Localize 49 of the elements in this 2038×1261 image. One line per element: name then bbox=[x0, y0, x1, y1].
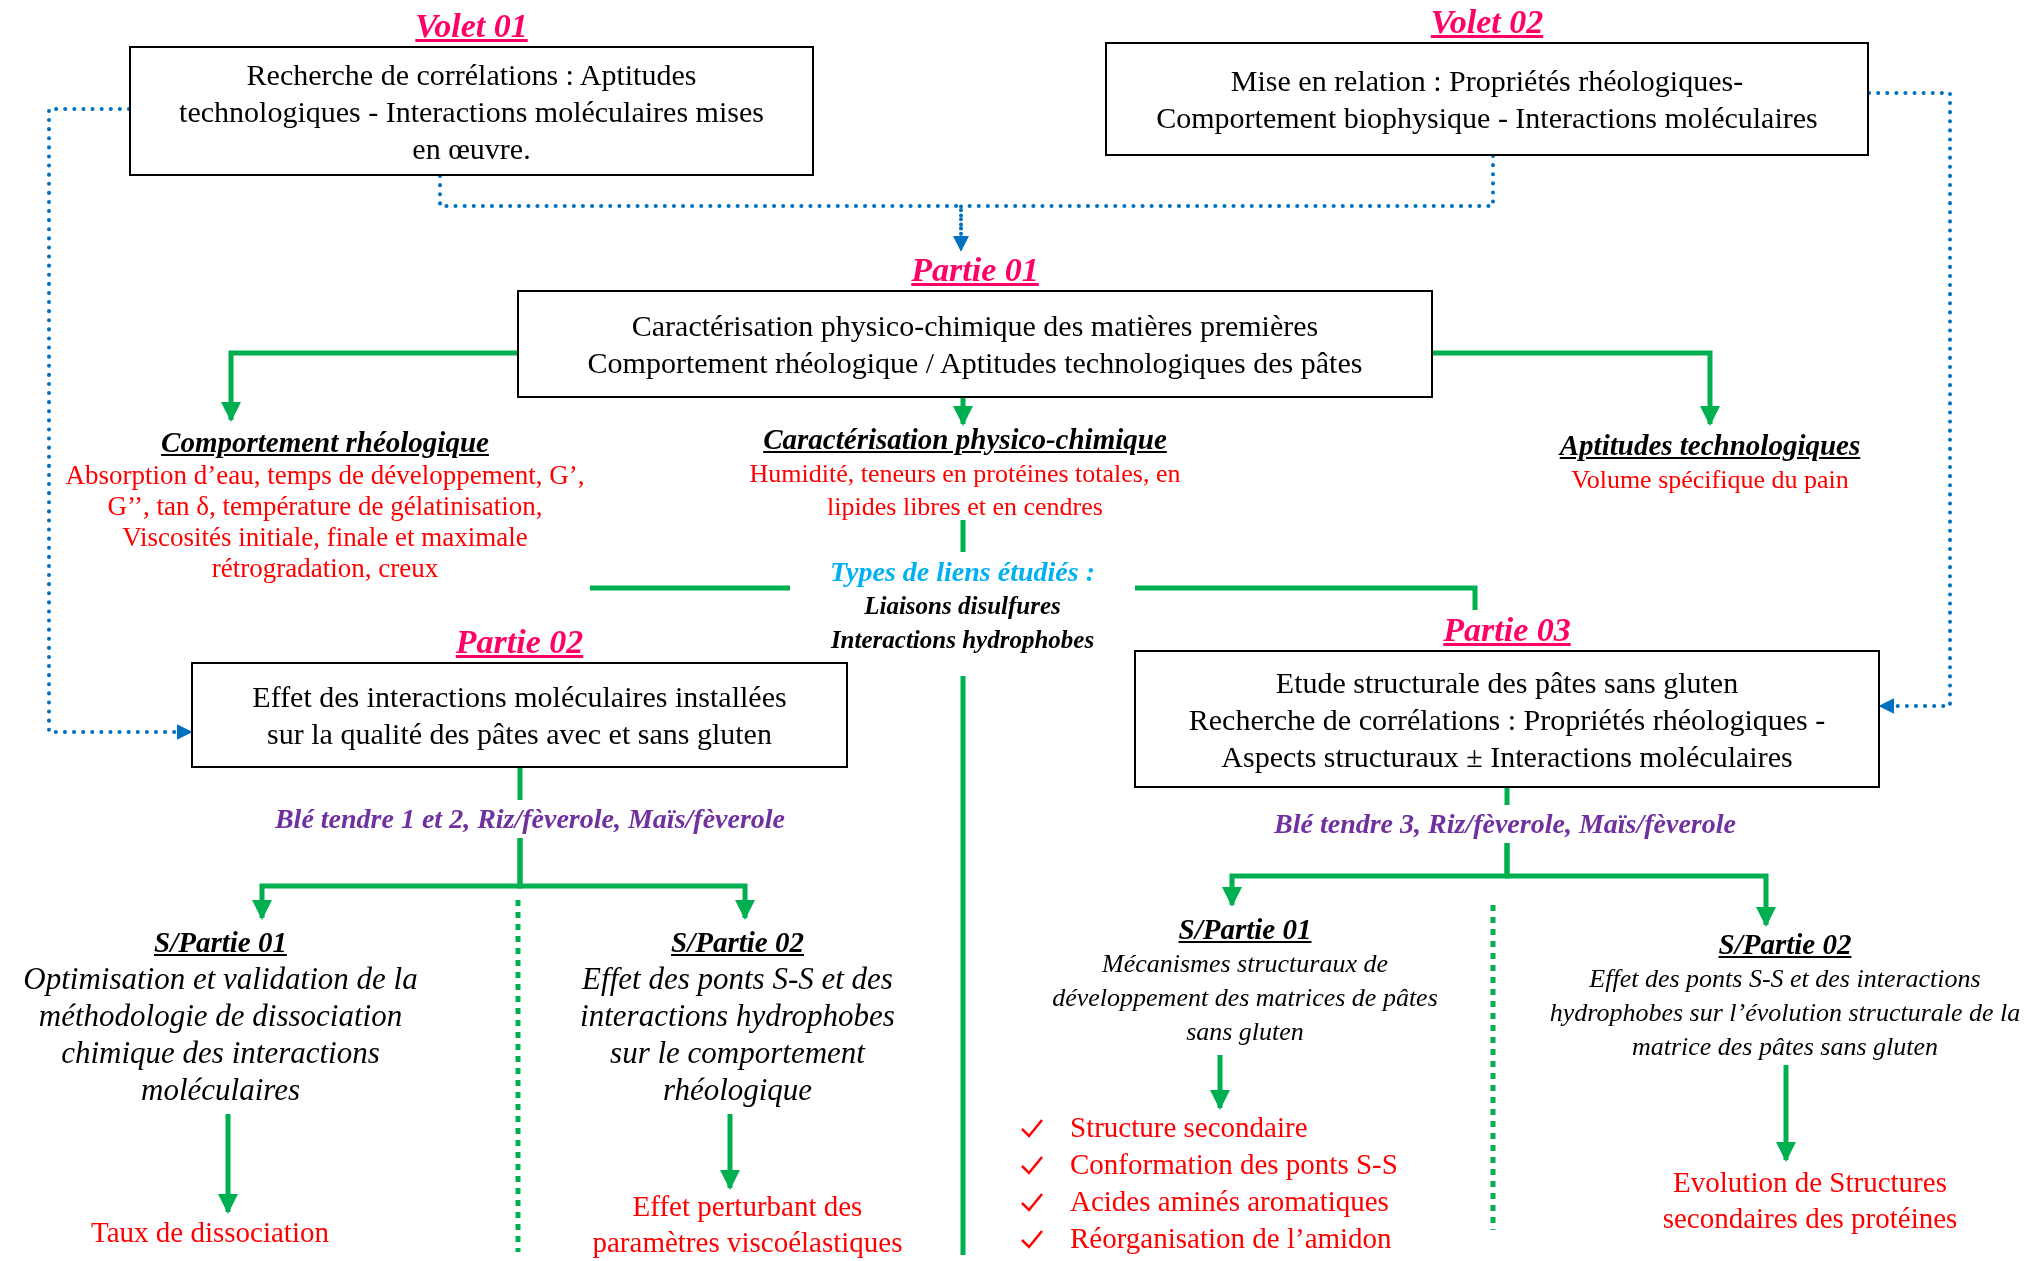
subheading: S/Partie 01 bbox=[154, 925, 287, 960]
result-text: Volume spécifique du pain bbox=[1571, 463, 1849, 496]
result-text: Humidité, teneurs en protéines totales, en lipides libres et en cendres bbox=[748, 458, 1182, 523]
dotted-arrow bbox=[953, 154, 1495, 252]
section-heading: Partie 03 bbox=[1443, 610, 1571, 650]
box-text: Etude structurale des pâtes sans gluten bbox=[1275, 664, 1739, 701]
list-item: Liaisons disulfures bbox=[864, 591, 1061, 621]
section-heading: Volet 02 bbox=[1430, 2, 1544, 42]
section-heading: Partie 01 bbox=[911, 250, 1039, 290]
list-item: Réorganisation de l’amidon bbox=[1070, 1221, 1392, 1256]
result-text: Effet perturbant des paramètres viscoélastiques bbox=[591, 1189, 904, 1260]
subheading: Aptitudes technologiques bbox=[1559, 427, 1861, 463]
arrow bbox=[221, 350, 517, 422]
subheading: S/Partie 02 bbox=[671, 925, 804, 960]
arrow bbox=[1504, 843, 1776, 927]
description-text: Effet des ponts S-S et des interactions hydrophobes sur le comportement rhéologique bbox=[579, 960, 896, 1108]
arrow bbox=[218, 1114, 238, 1214]
subheading: S/Partie 01 bbox=[1178, 912, 1312, 947]
arrow bbox=[1433, 350, 1720, 426]
arrow bbox=[517, 838, 755, 920]
sample-list: Blé tendre 1 et 2, Riz/fèverole, Maïs/fèverole bbox=[274, 801, 786, 837]
section-heading: Volet 01 bbox=[415, 6, 528, 46]
result-text: Taux de dissociation bbox=[91, 1215, 329, 1250]
subheading: Caractérisation physico-chimique bbox=[763, 422, 1167, 457]
box-text: Caractérisation physico-chimique des matières premières bbox=[631, 308, 1319, 344]
list-item: Structure secondaire bbox=[1070, 1110, 1308, 1145]
description-text: Effet des ponts S-S et des interactions hydrophobes sur l’évolution structurale de la matrice des pâtes sans gluten bbox=[1548, 963, 2022, 1063]
list-item: Interactions hydrophobes bbox=[830, 625, 1095, 655]
box-text: Comportement rhéologique / Aptitudes technologiques des pâtes bbox=[587, 345, 1363, 381]
subheading: S/Partie 02 bbox=[1718, 927, 1852, 962]
description-text: Mécanismes structuraux de développement des matrices de pâtes sans gluten bbox=[1051, 948, 1439, 1048]
result-text: Evolution de Structures secondaires des protéines bbox=[1661, 1165, 1959, 1236]
result-text: Absorption d’eau, temps de développement, G’, G’’, tan δ, température de gélatinisation, Viscosités initiale, finale et maximale rétrogradation, creux bbox=[64, 460, 586, 584]
arrow bbox=[1776, 1065, 1796, 1162]
subheading: Types de liens étudiés : bbox=[830, 555, 1095, 589]
subheading: Comportement rhéologique bbox=[161, 425, 489, 460]
arrow bbox=[1210, 1055, 1230, 1110]
arrow bbox=[720, 1114, 740, 1190]
description-text: Optimisation et validation de la méthodologie de dissociation chimique des interactions moléculaires bbox=[22, 960, 419, 1108]
dotted-arrow bbox=[47, 107, 193, 740]
box-text: Effet des interactions moléculaires installées sur la qualité des pâtes avec et sans gluten bbox=[251, 679, 788, 752]
list-item: Conformation des ponts S-S bbox=[1070, 1147, 1398, 1182]
box-text: Mise en relation : Propriétés rhéologiques- Comportement biophysique - Interactions moléculaires bbox=[1155, 63, 1819, 136]
sample-list: Blé tendre 3, Riz/fèverole, Maïs/fèverole bbox=[1274, 806, 1736, 842]
arrow bbox=[953, 398, 973, 426]
box-text: Recherche de corrélations : Propriétés rhéologiques - Aspects structuraux ± Interactions moléculaires bbox=[1187, 701, 1827, 775]
section-heading: Partie 02 bbox=[455, 622, 584, 662]
list-item: Acides aminés aromatiques bbox=[1070, 1184, 1389, 1219]
box-text: Recherche de corrélations : Aptitudes technologiques - Interactions moléculaires mises en œuvre. bbox=[178, 56, 765, 167]
